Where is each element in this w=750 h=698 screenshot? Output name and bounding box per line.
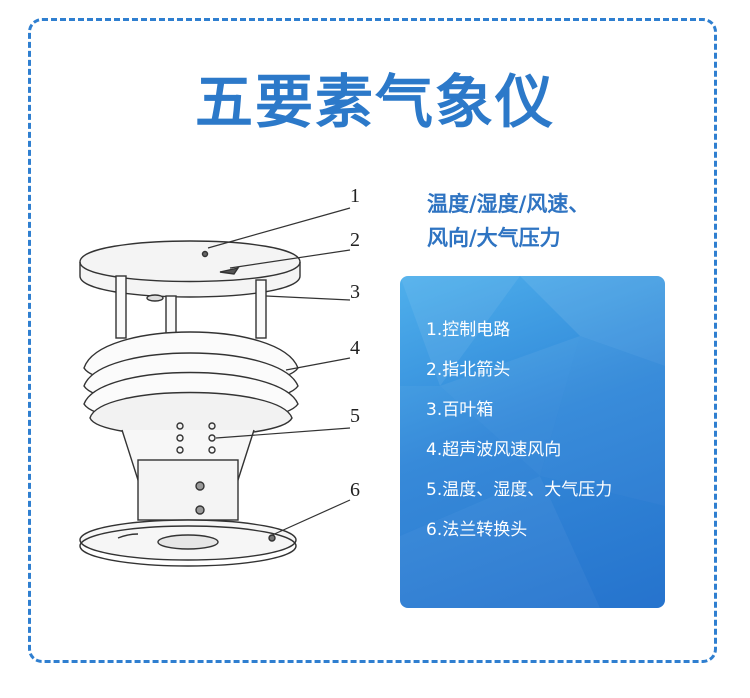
part-item: 5.温度、湿度、大气压力 <box>426 480 613 500</box>
callout-number-1: 1 <box>350 185 360 207</box>
callout-number-3: 3 <box>350 281 360 303</box>
subtitle-line-1: 温度/湿度/风速、 <box>427 192 590 216</box>
page-title: 五要素气象仪 <box>194 68 555 136</box>
subtitle-line-2: 风向/大气压力 <box>427 226 561 250</box>
measured-elements-subtitle: 温度/湿度/风速、 风向/大气压力 <box>427 187 727 255</box>
callout-number-6: 6 <box>350 479 360 501</box>
part-item: 4.超声波风速风向 <box>426 440 562 460</box>
callout-number-4: 4 <box>350 337 360 359</box>
parts-list: 1.控制电路 2.指北箭头 3.百叶箱 4.超声波风速风向 5.温度、湿度、大气… <box>426 310 612 550</box>
geometric-pattern <box>400 276 665 608</box>
weather-station-diagram: 1 2 3 4 5 6 <box>79 185 360 567</box>
callout-number-5: 5 <box>350 405 360 427</box>
callout-number-2: 2 <box>350 229 360 251</box>
dashed-border-frame <box>28 18 717 663</box>
parts-legend-box: 1.控制电路 2.指北箭头 3.百叶箱 4.超声波风速风向 5.温度、湿度、大气… <box>400 276 665 608</box>
part-item: 3.百叶箱 <box>426 400 494 420</box>
part-item: 2.指北箭头 <box>426 360 511 380</box>
part-item: 6.法兰转换头 <box>426 520 528 540</box>
part-item: 1.控制电路 <box>426 320 511 340</box>
